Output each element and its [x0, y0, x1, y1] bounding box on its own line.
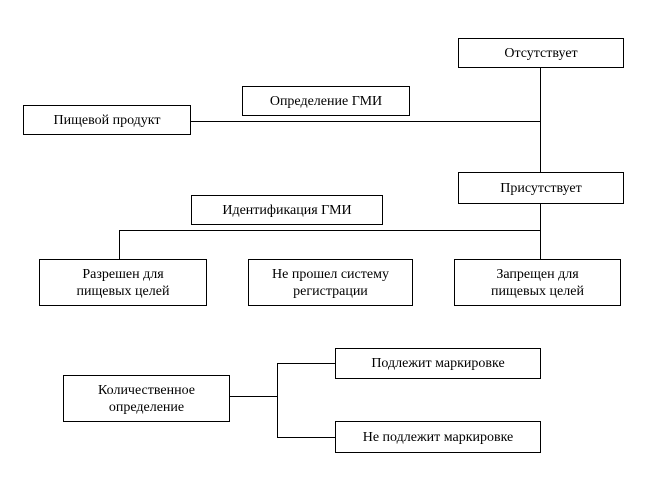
- connector-line-vertical-main: [540, 67, 541, 259]
- connector-line-identification-branch: [119, 230, 540, 231]
- permitted-box: Разрешен для пищевых целей: [39, 259, 207, 306]
- connector-line-to-subject-labeling: [277, 363, 336, 364]
- quantitative-box: Количественное определение: [63, 375, 230, 422]
- connector-line-quantitative-stub: [229, 396, 277, 397]
- gmo-detection-box: Определение ГМИ: [242, 86, 410, 116]
- prohibited-box: Запрещен для пищевых целей: [454, 259, 621, 306]
- food-product-box: Пищевой продукт: [23, 105, 191, 135]
- subject-to-labeling-box: Подлежит маркировке: [335, 348, 541, 379]
- absent-box: Отсутствует: [458, 38, 624, 68]
- connector-line-to-not-subject-labeling: [277, 437, 336, 438]
- connector-line-food-to-main: [190, 121, 540, 122]
- connector-line-labeling-vertical: [277, 363, 278, 438]
- present-box: Присутствует: [458, 172, 624, 204]
- not-registered-box: Не прошел систему регистрации: [248, 259, 413, 306]
- connector-line-to-permitted: [119, 230, 120, 259]
- gmo-identification-box: Идентификация ГМИ: [191, 195, 383, 225]
- not-subject-to-labeling-box: Не подлежит маркировке: [335, 421, 541, 453]
